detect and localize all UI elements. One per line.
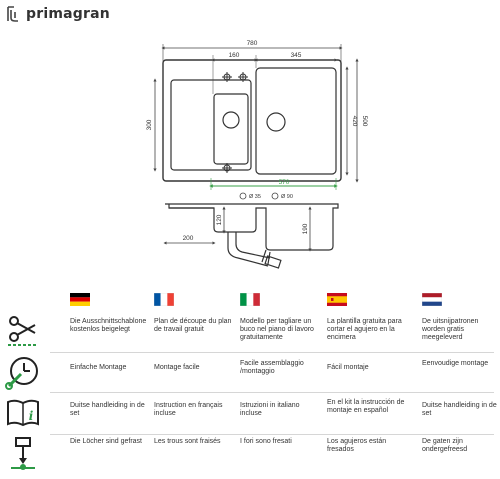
cell-nl: De uitsnijpatronen worden gratis meegele… (422, 318, 479, 341)
feature-row-manual: i Duitse handleiding in de set Instructi… (0, 392, 500, 434)
dim-section-small: 120 (216, 214, 223, 225)
dim-hole-small: Ø 35 (249, 194, 261, 200)
cell-de: Die Ausschnittschablone kostenlos beigel… (70, 318, 147, 333)
brand-header: primagran (6, 6, 110, 22)
cell-es: Fácil montaje (327, 364, 369, 371)
cell-nl: Eenvoudige montage (422, 360, 489, 367)
sink-outline (162, 59, 342, 182)
cell-nl: De gaten zijn ondergefreesd (422, 438, 468, 453)
netherlands-flag-icon (422, 293, 442, 306)
brand-name: primagran (26, 6, 110, 22)
row-divider (50, 352, 494, 353)
cell-nl: Duitse handleiding in de set (422, 402, 497, 417)
primagran-logo-icon (7, 6, 18, 22)
hole-symbol-large (271, 192, 279, 200)
cell-de: Einfache Montage (70, 364, 127, 371)
dim-offset: 200 (183, 235, 194, 242)
faucet-holes (222, 72, 248, 173)
dim-inner-depth: 420 (351, 116, 358, 127)
feature-row-template: Die Ausschnittschablone kostenlos beigel… (0, 310, 500, 352)
dim-small-width: 160 (229, 52, 240, 59)
cell-es: En el kit la instrucción de montaje en e… (327, 399, 405, 414)
germany-flag-icon (70, 293, 90, 306)
scissors-template-icon (8, 316, 38, 346)
france-flag-icon (154, 293, 174, 306)
cell-de: Duitse handleiding in de set (70, 402, 145, 417)
row-divider (50, 434, 494, 435)
svg-text:i: i (29, 409, 34, 423)
large-bowl-drain (266, 112, 286, 132)
sink-technical-drawing: 780 160 345 300 420 500 570 Ø 35 Ø 90 20… (146, 40, 368, 269)
dim-small-depth: 300 (146, 119, 153, 130)
dim-large-width: 345 (291, 52, 302, 59)
tools-clock-icon (5, 357, 38, 390)
large-bowl (255, 67, 337, 175)
cell-es: La plantilla gratuita para cortar el agu… (327, 318, 402, 341)
small-bowl (213, 93, 249, 165)
cell-fr: Les trous sont fraisés (154, 438, 221, 445)
cell-de: Die Löcher sind gefrast (70, 438, 142, 445)
cell-it: Facile assemblaggio /montaggio (240, 360, 304, 375)
sink-cross-section (165, 203, 339, 269)
drill-holes-icon (11, 437, 35, 470)
cell-it: Istruzioni in italiano incluse (240, 402, 300, 417)
spain-flag-icon (327, 293, 347, 306)
row-divider (50, 392, 494, 393)
cell-it: Modello per tagliare un buco nel piano d… (240, 318, 314, 341)
feature-row-holes: Die Löcher sind gefrast Les trous sont f… (0, 434, 500, 476)
italy-flag-icon (240, 293, 260, 306)
dim-total-width: 780 (247, 40, 258, 47)
feature-row-assembly: Einfache Montage Montage facile Facile a… (0, 352, 500, 392)
manual-book-icon: i (7, 399, 39, 427)
dim-section-large: 190 (302, 223, 309, 234)
cell-fr: Plan de découpe du plan de travail gratu… (154, 318, 232, 333)
dim-total-depth: 500 (361, 116, 368, 127)
small-bowl-drain (222, 111, 240, 129)
cell-es: Los agujeros están fresados (327, 438, 387, 453)
cell-fr: Montage facile (154, 364, 200, 371)
drainboard-area (170, 79, 252, 171)
dim-hole-large: Ø 90 (281, 194, 293, 200)
cell-it: I fori sono fresati (240, 438, 292, 445)
hole-symbol-small (239, 192, 247, 200)
cell-fr: Instruction en français incluse (154, 402, 223, 417)
dim-drain-span: 570 (279, 179, 290, 186)
